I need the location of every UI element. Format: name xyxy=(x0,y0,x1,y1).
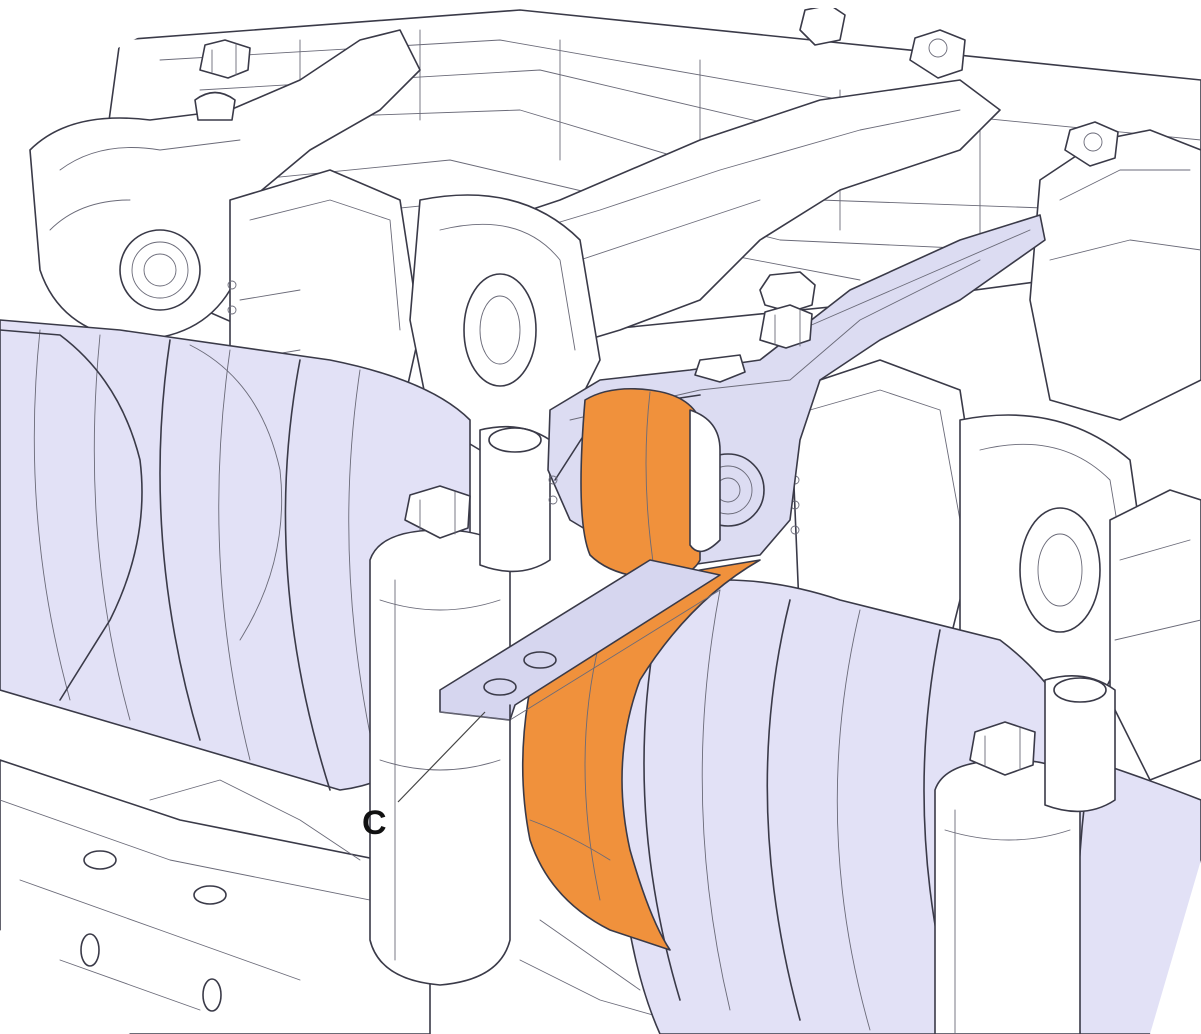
bolt-hole xyxy=(80,933,100,967)
valve-lifter-left xyxy=(369,425,551,986)
adjuster-nut xyxy=(759,304,813,349)
rocker-pivot xyxy=(119,229,201,311)
gauge-hole xyxy=(523,651,557,669)
rocker-roller-highlighted xyxy=(580,387,721,579)
bolt-hole xyxy=(83,850,117,870)
adjuster-nut xyxy=(909,29,966,79)
callout-c: C xyxy=(362,711,486,842)
bolt-hole xyxy=(202,978,222,1012)
adjuster-nut xyxy=(759,271,816,313)
feeler-gauge xyxy=(439,559,721,721)
rocker-arm-right xyxy=(1029,121,1201,421)
bolt-hole xyxy=(193,885,227,905)
gauge-hole xyxy=(483,678,517,696)
camshaft xyxy=(0,319,1201,1034)
adjuster-nut xyxy=(199,39,251,79)
callout-leader-line xyxy=(397,711,486,803)
adjuster-nut xyxy=(969,721,1036,776)
adjuster-nut xyxy=(404,485,471,539)
rocker-arm-left xyxy=(29,29,421,341)
valve-lifter-right xyxy=(934,674,1116,1034)
rocker-arm-center xyxy=(469,8,1001,361)
callout-label: C xyxy=(362,804,387,842)
